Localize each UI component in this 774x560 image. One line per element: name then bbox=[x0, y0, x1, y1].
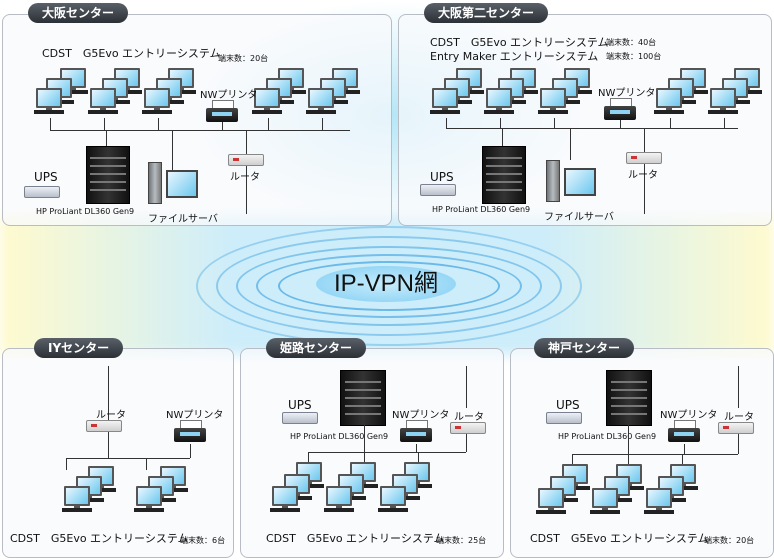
osaka2-system1: CDST G5Evo エントリーシステム bbox=[430, 36, 609, 49]
osaka2-file-server-monitor bbox=[564, 168, 596, 196]
kobe-router-icon bbox=[718, 422, 754, 434]
kobe-terminals: 端末数：20台 bbox=[704, 536, 755, 545]
osaka2-system2: Entry Maker エントリーシステム bbox=[430, 50, 599, 63]
himeji-server-rack bbox=[340, 370, 386, 426]
osaka2-terminals2: 端末数：100台 bbox=[606, 52, 662, 61]
osaka2-file-server-label: ファイルサーバ bbox=[544, 212, 614, 223]
osaka2-server-rack bbox=[482, 146, 526, 204]
osaka2-terminals1: 端末数：40台 bbox=[606, 38, 657, 47]
himeji-ups-icon bbox=[282, 412, 318, 424]
osaka2-ups-icon bbox=[420, 184, 456, 196]
osaka-printer-icon bbox=[206, 100, 238, 122]
osaka-terminals: 端末数：20台 bbox=[218, 54, 269, 63]
kobe-printer-label: NWプリンタ bbox=[660, 410, 718, 421]
iy-router-icon bbox=[86, 420, 122, 432]
himeji-router-icon bbox=[450, 422, 486, 434]
center-label-osaka2: 大阪第二センター bbox=[424, 3, 549, 23]
osaka-ups-label: UPS bbox=[34, 170, 58, 184]
osaka-server-rack bbox=[86, 146, 130, 204]
panel-iy bbox=[2, 348, 234, 558]
kobe-ups-icon bbox=[546, 412, 582, 424]
kobe-printer-icon bbox=[668, 420, 700, 442]
osaka-server-label: HP ProLiant DL360 Gen9 bbox=[36, 207, 135, 216]
kobe-server-rack bbox=[606, 370, 652, 426]
osaka-file-server-tower bbox=[148, 162, 162, 204]
iy-terminals: 端末数：6台 bbox=[180, 536, 226, 545]
osaka2-printer-icon bbox=[604, 98, 636, 120]
center-label-osaka: 大阪センター bbox=[28, 3, 129, 23]
himeji-printer-label: NWプリンタ bbox=[392, 410, 450, 421]
himeji-server-label: HP ProLiant DL360 Gen9 bbox=[290, 432, 389, 441]
iy-system: CDST G5Evo エントリーシステム bbox=[10, 532, 189, 545]
osaka2-router-label: ルータ bbox=[628, 170, 658, 181]
himeji-printer-icon bbox=[400, 420, 432, 442]
iy-printer-icon bbox=[174, 420, 206, 442]
osaka-file-server-monitor bbox=[166, 170, 198, 198]
osaka2-printer-label: NWプリンタ bbox=[598, 88, 656, 99]
himeji-ups-label: UPS bbox=[288, 398, 312, 412]
osaka-system: CDST G5Evo エントリーシステム bbox=[42, 47, 221, 60]
kobe-system: CDST G5Evo エントリーシステム bbox=[530, 532, 709, 545]
himeji-router-label: ルータ bbox=[454, 412, 484, 423]
center-label-himeji: 姫路センター bbox=[266, 338, 367, 358]
kobe-ups-label: UPS bbox=[556, 398, 580, 412]
kobe-server-label: HP ProLiant DL360 Gen9 bbox=[558, 432, 657, 441]
center-label-iy: IYセンター bbox=[34, 338, 124, 358]
center-label-kobe: 神戸センター bbox=[534, 338, 635, 358]
osaka-printer-label: NWプリンタ bbox=[200, 90, 258, 101]
himeji-terminals: 端末数：25台 bbox=[436, 536, 487, 545]
ipvpn-label: IP-VPN網 bbox=[316, 266, 456, 302]
osaka2-server-label: HP ProLiant DL360 Gen9 bbox=[432, 205, 531, 214]
kobe-router-label: ルータ bbox=[724, 412, 754, 423]
osaka-router-label: ルータ bbox=[230, 172, 260, 183]
osaka-router-icon bbox=[228, 154, 264, 166]
osaka2-router-icon bbox=[626, 152, 662, 164]
iy-printer-label: NWプリンタ bbox=[166, 410, 224, 421]
osaka2-ups-label: UPS bbox=[430, 170, 454, 184]
osaka-file-server-label: ファイルサーバ bbox=[148, 214, 218, 225]
osaka-ups-icon bbox=[24, 186, 60, 198]
iy-router-label: ルータ bbox=[96, 410, 126, 421]
himeji-system: CDST G5Evo エントリーシステム bbox=[266, 532, 445, 545]
osaka2-file-server-tower bbox=[546, 160, 560, 202]
